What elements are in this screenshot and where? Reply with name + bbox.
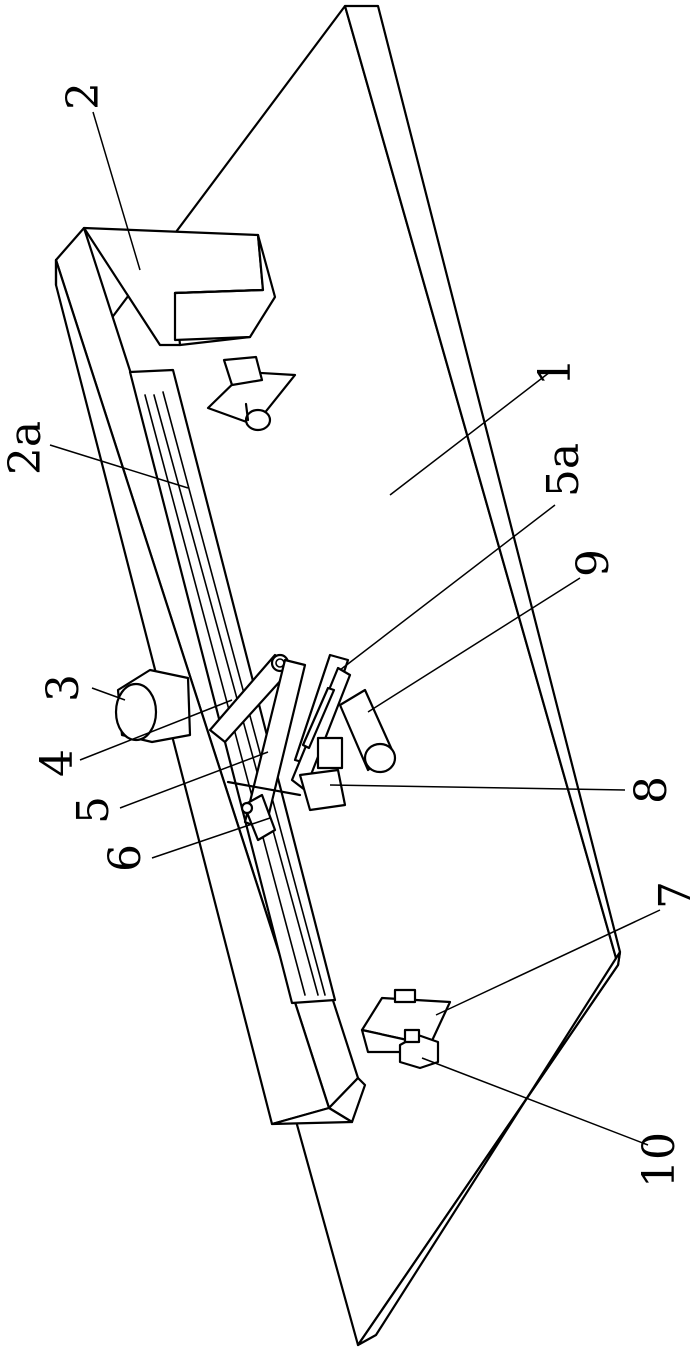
- label-slider: 6: [100, 844, 151, 872]
- label-motor: 3: [38, 674, 89, 702]
- label-crank: 4: [32, 749, 83, 777]
- label-roller: 9: [568, 549, 619, 577]
- label-link-slot: 5a: [538, 443, 589, 497]
- label-frame: 2: [58, 82, 109, 110]
- label-link: 5: [68, 796, 119, 824]
- label-base-plate: 1: [530, 358, 581, 386]
- label-stop-block: 7: [650, 881, 697, 909]
- label-pivot-block: 8: [626, 776, 677, 804]
- label-guide-slot: 2a: [0, 421, 51, 475]
- label-stop-pin: 10: [634, 1132, 685, 1188]
